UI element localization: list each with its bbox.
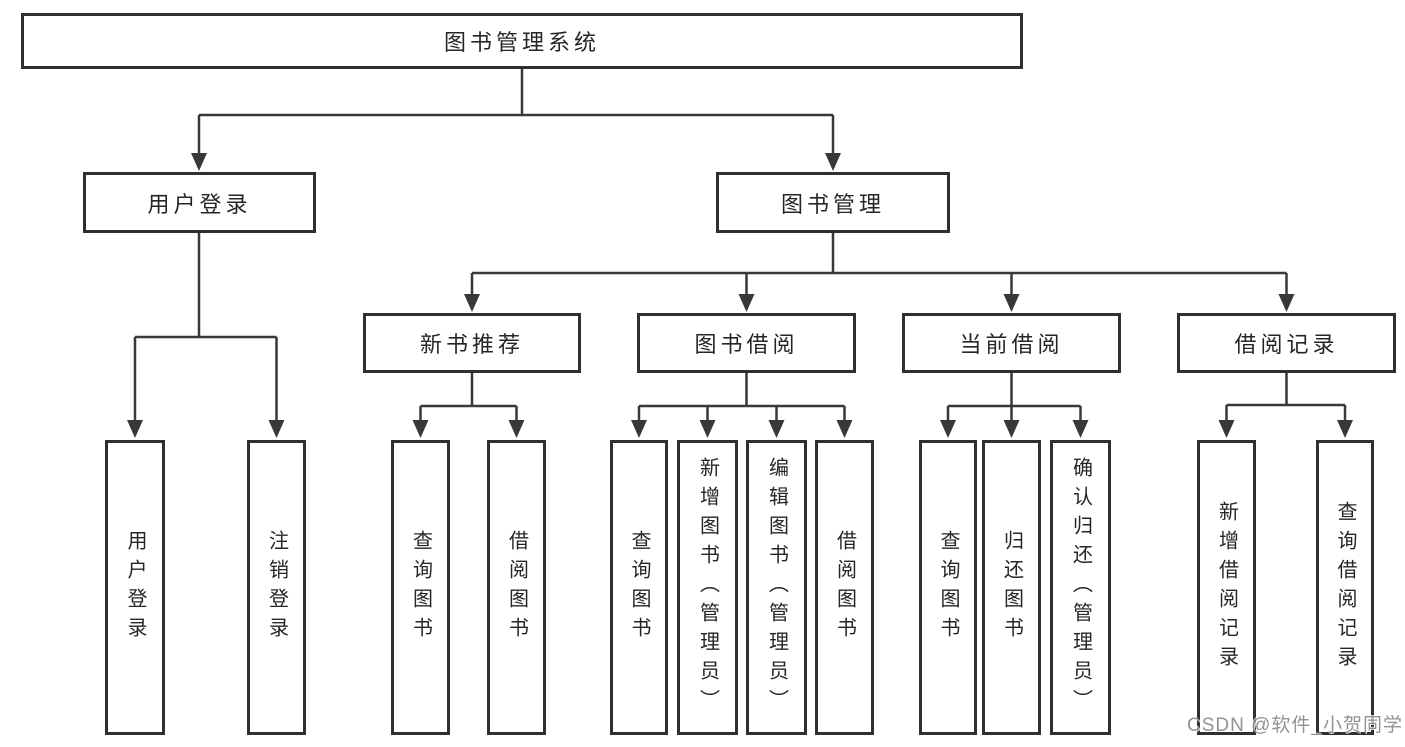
node-new-book-recommendation: 新书推荐 [363, 313, 581, 373]
node-borrowing-records: 借阅记录 [1177, 313, 1396, 373]
leaf-logout: 注销登录 [247, 440, 306, 735]
arrow-icon [127, 420, 143, 438]
arrow-icon [191, 153, 207, 171]
leaf-query-books-current: 查询图书 [919, 440, 977, 735]
arrow-icon [699, 420, 716, 438]
leaf-borrow-books-recommend: 借阅图书 [487, 440, 546, 735]
leaf-query-books-borrow: 查询图书 [610, 440, 668, 735]
leaf-query-borrow-record: 查询借阅记录 [1316, 440, 1374, 735]
edge-root-to-level2 [197, 69, 835, 158]
leaf-edit-book-admin: 编辑图书（管理员） [746, 440, 807, 735]
arrowheads [127, 153, 1353, 438]
arrow-icon [1278, 294, 1295, 312]
arrow-icon [1337, 420, 1353, 438]
edge-userlogin-to-leaves [133, 233, 278, 426]
node-user-login-branch: 用户登录 [83, 172, 316, 233]
arrow-icon [738, 294, 755, 312]
node-book-management-branch: 图书管理 [716, 172, 950, 233]
leaf-add-book-admin: 新增图书（管理员） [677, 440, 738, 735]
node-root-system: 图书管理系统 [21, 13, 1023, 69]
arrow-icon [412, 420, 429, 438]
edge-currentborrow-to-leaves [946, 373, 1082, 426]
csdn-watermark: CSDN @软件_小贺同学 [1187, 715, 1403, 736]
arrow-icon [1003, 420, 1020, 438]
arrow-icon [268, 420, 285, 438]
leaf-borrow-books: 借阅图书 [815, 440, 874, 735]
leaf-confirm-return-admin: 确认归还（管理员） [1050, 440, 1111, 735]
node-book-borrowing: 图书借阅 [637, 313, 856, 373]
arrow-icon [1003, 294, 1020, 312]
arrow-icon [631, 420, 647, 438]
arrow-icon [1072, 420, 1089, 438]
arrow-icon [825, 153, 841, 171]
edge-bookmgmt-to-level3 [470, 233, 1288, 301]
arrow-icon [836, 420, 853, 438]
edge-records-to-leaves [1225, 373, 1347, 426]
leaf-add-borrow-record: 新增借阅记录 [1197, 440, 1256, 735]
edge-newbook-to-leaves [419, 373, 518, 426]
leaf-user-login: 用户登录 [105, 440, 165, 735]
arrow-icon [508, 420, 525, 438]
arrow-icon [768, 420, 785, 438]
arrow-icon [940, 420, 956, 438]
node-current-borrowing: 当前借阅 [902, 313, 1121, 373]
leaf-query-books-recommend: 查询图书 [391, 440, 450, 735]
arrow-icon [1218, 420, 1235, 438]
arrow-icon [464, 294, 480, 312]
edge-bookborrow-to-leaves [637, 373, 846, 426]
leaf-return-book: 归还图书 [982, 440, 1041, 735]
